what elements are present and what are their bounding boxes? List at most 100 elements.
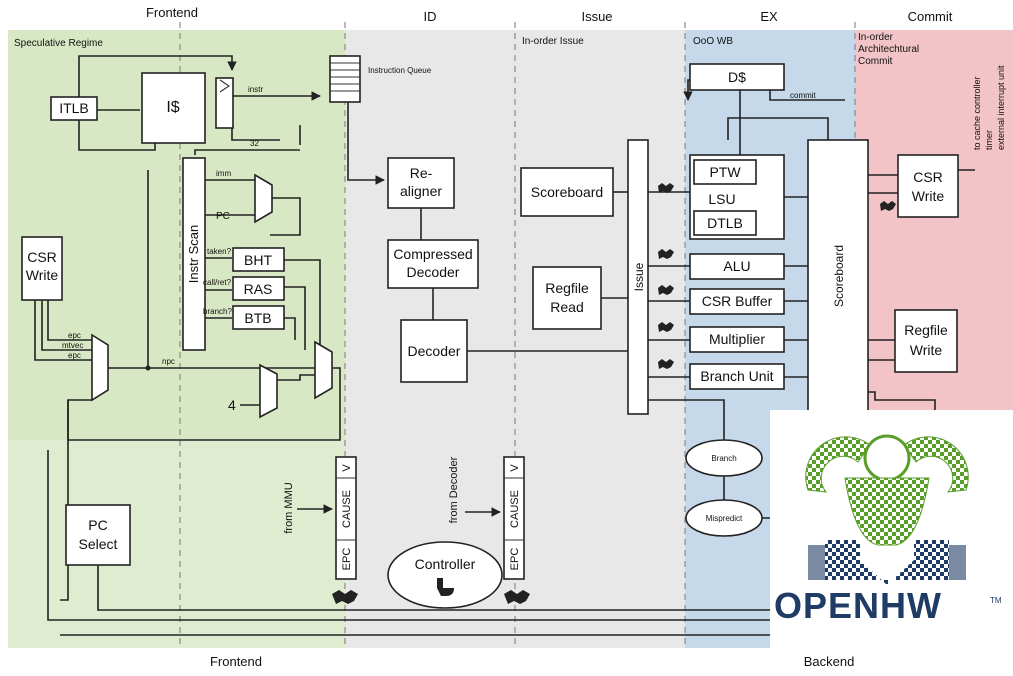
imm-signal: imm	[216, 169, 231, 178]
bits32-signal: 32	[250, 139, 259, 148]
controller-label: Controller	[415, 556, 476, 572]
decoder-label: Decoder	[408, 343, 461, 359]
from-mmu-label: from MMU	[283, 482, 295, 533]
taken-signal: taken?	[207, 247, 232, 256]
compressed-decoder-block	[387, 239, 479, 289]
mispredict-node-label: Mispredict	[706, 514, 743, 523]
realigner-block	[387, 157, 455, 209]
csr-buffer-label: CSR Buffer	[702, 293, 773, 309]
btb-label: BTB	[244, 310, 271, 326]
realigner-l2: aligner	[400, 183, 442, 199]
dtlb-block	[693, 210, 757, 236]
dcache-label: D$	[728, 69, 746, 85]
exc2-v: V	[509, 464, 521, 472]
toilet-icon	[437, 578, 454, 596]
instruction-queue	[329, 55, 361, 103]
compressed-decoder-l1: Compressed	[393, 246, 472, 262]
csr-write-commit-l2: Write	[912, 188, 945, 204]
handshake-icon	[504, 590, 530, 604]
ras-block	[232, 276, 285, 301]
issue-label: Issue	[632, 262, 646, 291]
scoreboard-issue-block	[520, 167, 614, 217]
regfile-write-block	[894, 309, 958, 373]
alu-block	[689, 253, 785, 280]
adder-mux	[259, 363, 278, 419]
in-order-issue-label: In-order Issue	[522, 36, 584, 47]
mtvec-signal: mtvec	[62, 341, 83, 350]
regfile-write-l1: Regfile	[904, 322, 948, 338]
csr-write-frontend-l2: Write	[26, 267, 59, 283]
header-commit: Commit	[908, 9, 953, 24]
itlb-label: ITLB	[59, 100, 89, 116]
csr-write-commit-block	[897, 154, 959, 218]
bht-block	[232, 247, 285, 272]
pc-select-block	[65, 504, 131, 566]
regfile-read-block	[532, 266, 602, 330]
pc-signal: PC	[216, 211, 230, 222]
instr-scan-label: Instr Scan	[186, 225, 201, 284]
scoreboard-commit-label: Scoreboard	[832, 245, 846, 307]
header-frontend: Frontend	[146, 5, 198, 20]
branch-unit-label: Branch Unit	[700, 368, 773, 384]
branch-unit-block	[689, 363, 785, 390]
epc-signal-2: epc	[68, 351, 81, 360]
branch-node-label: Branch	[711, 454, 736, 463]
decoder-block	[400, 319, 468, 383]
commit-signal: commit	[790, 91, 817, 100]
ptw-block	[693, 159, 757, 185]
regfile-read-l2: Read	[550, 299, 583, 315]
ooo-wb-label: OoO WB	[693, 36, 733, 47]
speculative-regime-label: Speculative Regime	[14, 38, 103, 49]
instruction-queue-label: Instruction Queue	[368, 66, 432, 75]
itlb-block	[50, 96, 98, 121]
multiplier-block	[689, 326, 785, 353]
alu-label: ALU	[723, 258, 750, 274]
bht-label: BHT	[244, 252, 272, 268]
note-interrupt-unit: external interrupt unit	[996, 65, 1006, 150]
exception-register-mmu	[335, 456, 357, 580]
header-issue: Issue	[581, 9, 612, 24]
dcache-block	[689, 63, 785, 91]
branch-q-signal: branch?	[203, 307, 232, 316]
exc1-v: V	[341, 464, 353, 472]
imm-mux	[254, 173, 273, 224]
csr-write-frontend-l1: CSR	[27, 249, 57, 265]
npc-signal: npc	[162, 357, 175, 366]
pc-select-l1: PC	[88, 517, 107, 533]
openhw-logo	[770, 410, 1005, 648]
ptw-label: PTW	[709, 164, 741, 180]
realigner-l1: Re-	[410, 165, 433, 181]
header-ex: EX	[760, 9, 778, 24]
instr-signal: instr	[248, 85, 263, 94]
fetch-register	[215, 77, 234, 129]
issue-block	[627, 139, 649, 415]
exc1-cause: CAUSE	[341, 490, 353, 528]
call-ret-signal: call/ret?	[203, 278, 232, 287]
lsu-label: LSU	[708, 191, 735, 207]
regfile-read-l1: Regfile	[545, 280, 589, 296]
exc2-cause: CAUSE	[509, 490, 521, 528]
instr-scan-block	[182, 157, 206, 351]
pc-mux	[91, 333, 109, 402]
regfile-write-l2: Write	[910, 342, 943, 358]
dtlb-label: DTLB	[707, 215, 743, 231]
note-timer: timer	[984, 130, 994, 150]
header-id: ID	[424, 9, 437, 24]
compressed-decoder-l2: Decoder	[407, 264, 460, 280]
btb-block	[232, 305, 285, 330]
footer-frontend: Frontend	[210, 654, 262, 669]
exc2-epc: EPC	[509, 548, 521, 571]
exc1-epc: EPC	[341, 548, 353, 571]
scoreboard-issue-label: Scoreboard	[531, 184, 603, 200]
icache-block	[141, 72, 206, 144]
csr-write-frontend	[21, 236, 63, 301]
icache-label: I$	[166, 99, 179, 116]
handshake-icon	[332, 590, 358, 604]
ras-label: RAS	[244, 281, 273, 297]
csr-write-commit-l1: CSR	[913, 169, 943, 185]
footer-backend: Backend	[804, 654, 855, 669]
four-signal: 4	[228, 397, 236, 413]
multiplier-label: Multiplier	[709, 331, 765, 347]
exception-register-decoder	[503, 456, 525, 580]
